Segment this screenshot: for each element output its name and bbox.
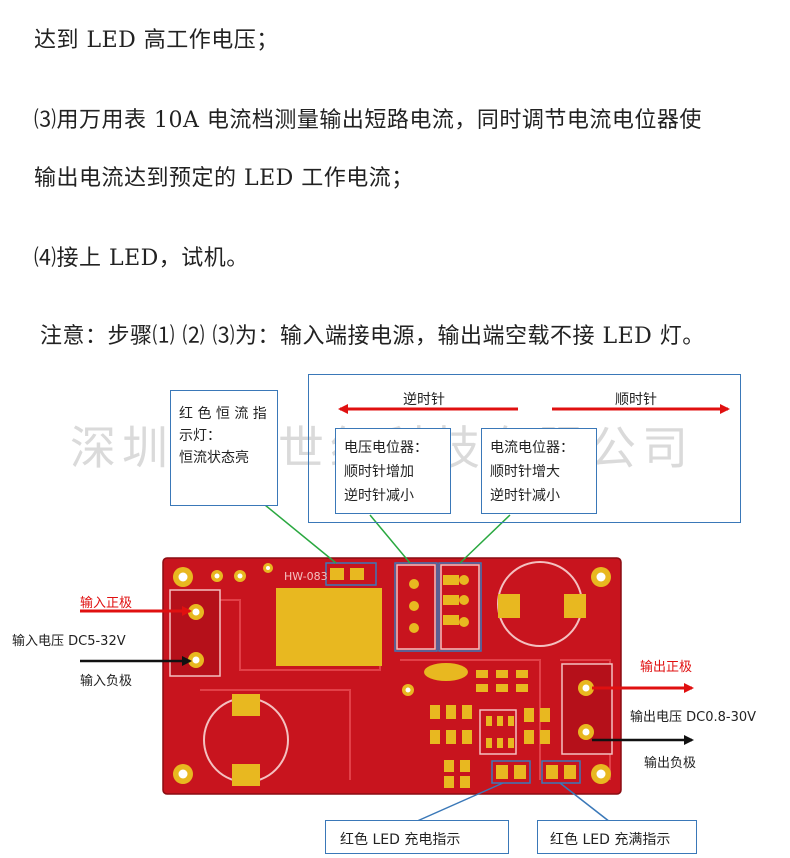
callout-full-led: 红色 LED 充满指示 xyxy=(537,820,697,854)
label-output-negative: 输出负极 xyxy=(644,756,697,771)
text-line-2: ⑶用万用表 10A 电流档测量输出短路电流，同时调节电流电位器使 xyxy=(34,108,702,133)
text-line-3: 输出电流达到预定的 LED 工作电流； xyxy=(34,166,414,191)
label-output-positive: 输出正极 xyxy=(640,660,693,675)
direction-cw-label: 顺时针 xyxy=(615,392,657,408)
label-input-negative: 输入负极 xyxy=(80,674,133,689)
board-silkscreen: HW-083 xyxy=(284,570,328,583)
callout-pot-direction-panel: 逆时针 顺时针 xyxy=(308,374,741,523)
label-output-voltage: 输出电压 DC0.8-30V xyxy=(630,710,757,725)
callout-voltage-pot: 电压电位器： 顺时针增加 逆时针减小 xyxy=(335,428,451,514)
text-line-4: ⑷接上 LED，试机。 xyxy=(34,246,249,271)
text-line-1: 达到 LED 高工作电压； xyxy=(34,28,279,53)
pcb-board xyxy=(162,557,622,795)
label-input-voltage: 输入电压 DC5-32V xyxy=(12,634,126,649)
callout-constant-current-led: 红 色 恒 流 指 示灯： 恒流状态亮 xyxy=(170,390,278,506)
direction-ccw-label: 逆时针 xyxy=(403,392,445,408)
callout-charge-led: 红色 LED 充电指示 xyxy=(325,820,509,854)
callout-current-pot: 电流电位器： 顺时针增大 逆时针减小 xyxy=(481,428,597,514)
label-input-positive: 输入正极 xyxy=(80,596,133,611)
text-line-5-note: 注意：步骤⑴ ⑵ ⑶为：输入端接电源，输出端空载不接 LED 灯。 xyxy=(40,324,705,349)
